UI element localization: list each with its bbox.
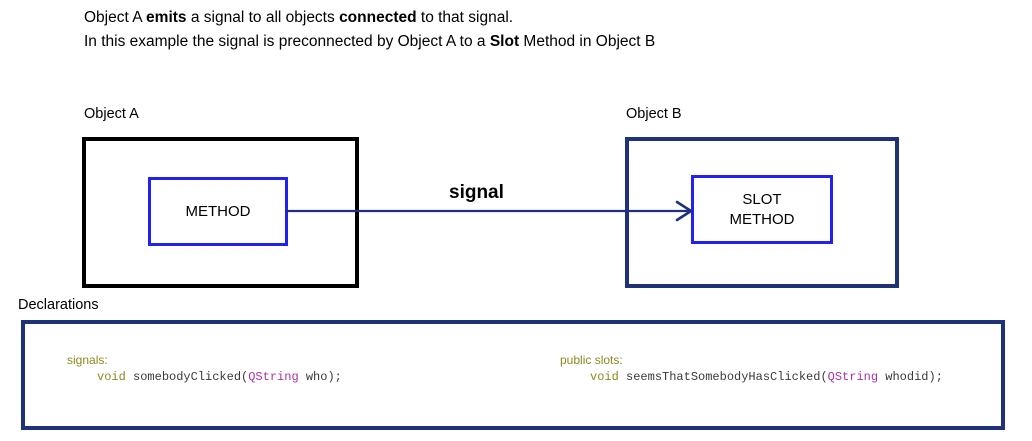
slots-heading: public slots: xyxy=(560,353,623,367)
desc-l1-seg-1: Object A xyxy=(84,9,147,26)
signals-method-name: somebodyClicked( xyxy=(125,370,249,384)
object-a-label: Object A xyxy=(84,106,139,122)
desc-l2-seg-2: Method in Object B xyxy=(519,33,656,50)
description-line-1: Object A emits a signal to all objects c… xyxy=(84,6,984,30)
method-box: METHOD xyxy=(148,177,288,246)
desc-l1-seg-2: a signal to all objects xyxy=(186,9,340,26)
slot-method-box-label: SLOT METHOD xyxy=(729,190,795,228)
method-box-label: METHOD xyxy=(185,202,251,220)
description-line-2: In this example the signal is preconnect… xyxy=(84,30,984,54)
signals-heading: signals: xyxy=(67,353,108,367)
signals-keyword-void: void xyxy=(97,370,126,384)
declarations-panel: signals: void somebodyClicked(QString wh… xyxy=(21,320,1005,430)
signal-arrow-icon xyxy=(285,200,693,222)
slots-param-type: QString xyxy=(827,370,879,384)
signals-code-line: void somebodyClicked(QString who); xyxy=(67,369,342,386)
slots-code-column: public slots: void seemsThatSomebodyHasC… xyxy=(560,352,943,386)
desc-l2-seg-1: In this example the signal is preconnect… xyxy=(84,33,490,50)
slots-keyword-void: void xyxy=(590,370,619,384)
desc-l1-connected: connected xyxy=(339,9,417,26)
signals-param-type: QString xyxy=(248,370,299,384)
signal-label: signal xyxy=(449,182,504,203)
slots-code-line: void seemsThatSomebodyHasClicked(QString… xyxy=(560,369,943,386)
description-text: Object A emits a signal to all objects c… xyxy=(84,6,984,54)
signals-param-name: who); xyxy=(298,370,342,384)
signals-code-column: signals: void somebodyClicked(QString wh… xyxy=(67,352,342,386)
desc-l1-emits: emits xyxy=(146,9,187,26)
desc-l2-slot: Slot xyxy=(489,33,520,50)
object-b-label: Object B xyxy=(626,106,682,122)
desc-l1-seg-3: to that signal. xyxy=(416,9,514,26)
slot-method-box: SLOT METHOD xyxy=(691,175,833,244)
slots-param-name: whodid); xyxy=(878,370,943,384)
declarations-label: Declarations xyxy=(18,297,99,313)
slots-method-name: seemsThatSomebodyHasClicked( xyxy=(618,370,828,384)
